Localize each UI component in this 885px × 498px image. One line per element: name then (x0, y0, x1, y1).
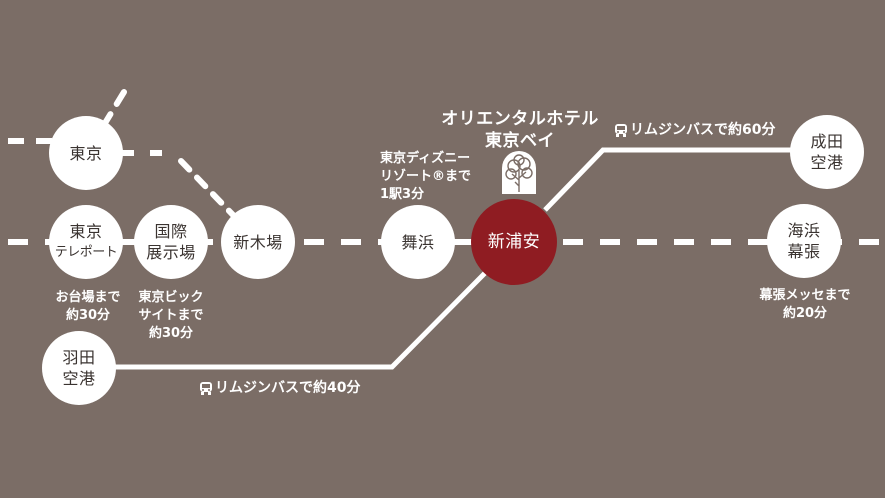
note-makuhari-messe: 幕張メッセまで 約20分 (745, 287, 865, 323)
station-label-line1: 国際 (154, 222, 188, 241)
note-line: 幕張メッセまで (759, 288, 851, 303)
hotel-title: オリエンタルホテル 東京ベイ (420, 108, 620, 152)
note-line: 東京ビック (138, 290, 204, 305)
station-label: 舞浜 (401, 232, 435, 252)
note-line: 約30分 (148, 326, 194, 341)
bus-icon (200, 381, 212, 395)
narita-bus-route (543, 147, 795, 212)
station-label-line2: 空港 (810, 153, 844, 172)
station-tokyo-teleport: 東京 テレポート (49, 205, 123, 279)
note-big-sight: 東京ビック サイトまで 約30分 (126, 289, 216, 343)
station-label-line1: 東京 (69, 222, 103, 241)
station-label-line1: 成田 (810, 132, 844, 151)
bus-label-haneda: リムジンバスで約40分 (199, 379, 360, 397)
tree-arch-logo-icon (502, 151, 536, 194)
note-disney: 東京ディズニー リゾート®まで 1駅3分 (380, 150, 471, 204)
note-line: お台場まで (55, 290, 121, 305)
bus-label-narita: リムジンバスで約60分 (614, 121, 775, 139)
station-label-line1: 海浜 (787, 221, 821, 240)
note-line: 約30分 (65, 308, 111, 323)
note-line: リゾート®まで (380, 169, 472, 184)
station-label-line2: 空港 (62, 369, 96, 388)
station-haneda-airport: 羽田 空港 (42, 331, 116, 405)
bus-route-text: リムジンバスで約60分 (630, 122, 776, 138)
note-line: 約20分 (782, 306, 828, 321)
station-kokusai-tenjijo: 国際 展示場 (134, 205, 208, 279)
station-tokyo: 東京 (49, 116, 123, 190)
station-label: 新浦安 (487, 231, 541, 252)
hotel-name-line2: 東京ベイ (485, 131, 555, 151)
note-line: サイトまで (138, 308, 204, 323)
note-odaiba: お台場まで 約30分 (43, 289, 133, 325)
haneda-bus-route (110, 270, 488, 370)
bus-icon (615, 123, 627, 137)
station-label: 東京 (69, 143, 103, 163)
station-label: 新木場 (233, 232, 283, 252)
station-label-line2: 幕張 (787, 242, 821, 261)
tokyo-shinkiba-branch-dashed (178, 158, 238, 220)
station-shin-urayasu: 新浦安 (471, 199, 557, 285)
station-narita-airport: 成田 空港 (790, 115, 864, 189)
station-label-line1: 羽田 (62, 348, 96, 367)
note-line: 東京ディズニー (380, 151, 471, 166)
hotel-name-line1: オリエンタルホテル (441, 109, 599, 129)
station-kaihin-makuhari: 海浜 幕張 (767, 204, 841, 278)
station-maihama: 舞浜 (381, 205, 455, 279)
station-label-line2: 展示場 (146, 243, 196, 262)
note-line: 1駅3分 (380, 187, 425, 202)
station-label-line2: テレポート (54, 245, 118, 260)
station-shin-kiba: 新木場 (221, 205, 295, 279)
bus-route-text: リムジンバスで約40分 (215, 380, 361, 396)
